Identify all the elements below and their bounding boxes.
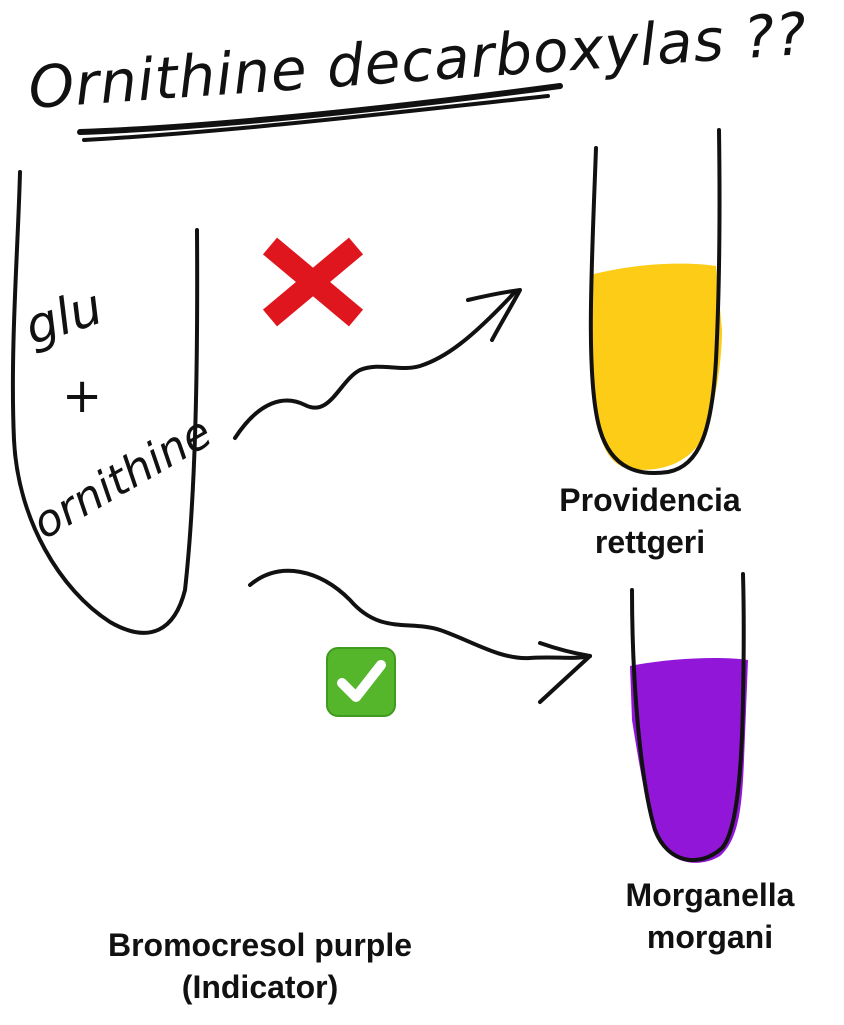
providencia-tube [590, 130, 722, 473]
morganella-label-line2: morgani [590, 917, 830, 959]
cross-icon [270, 246, 356, 318]
lower-arrow-line [250, 571, 590, 658]
indicator-label-line2: (Indicator) [40, 967, 480, 1009]
left-tube-outline [13, 172, 197, 633]
morganella-label: Morganella morgani [590, 875, 830, 958]
left-tube-line1: glu [18, 277, 109, 356]
indicator-label: Bromocresol purple (Indicator) [40, 925, 480, 1008]
left-tube-line2: + [62, 368, 102, 424]
lower-arrow-head [540, 643, 590, 702]
indicator-label-line1: Bromocresol purple [40, 925, 480, 967]
providencia-label-line1: Providencia [520, 480, 780, 522]
morganella-tube [630, 574, 748, 863]
check-icon [326, 647, 396, 717]
providencia-label: Providencia rettgeri [520, 480, 780, 563]
check-glyph [328, 649, 394, 715]
morganella-label-line1: Morganella [590, 875, 830, 917]
providencia-label-line2: rettgeri [520, 522, 780, 564]
